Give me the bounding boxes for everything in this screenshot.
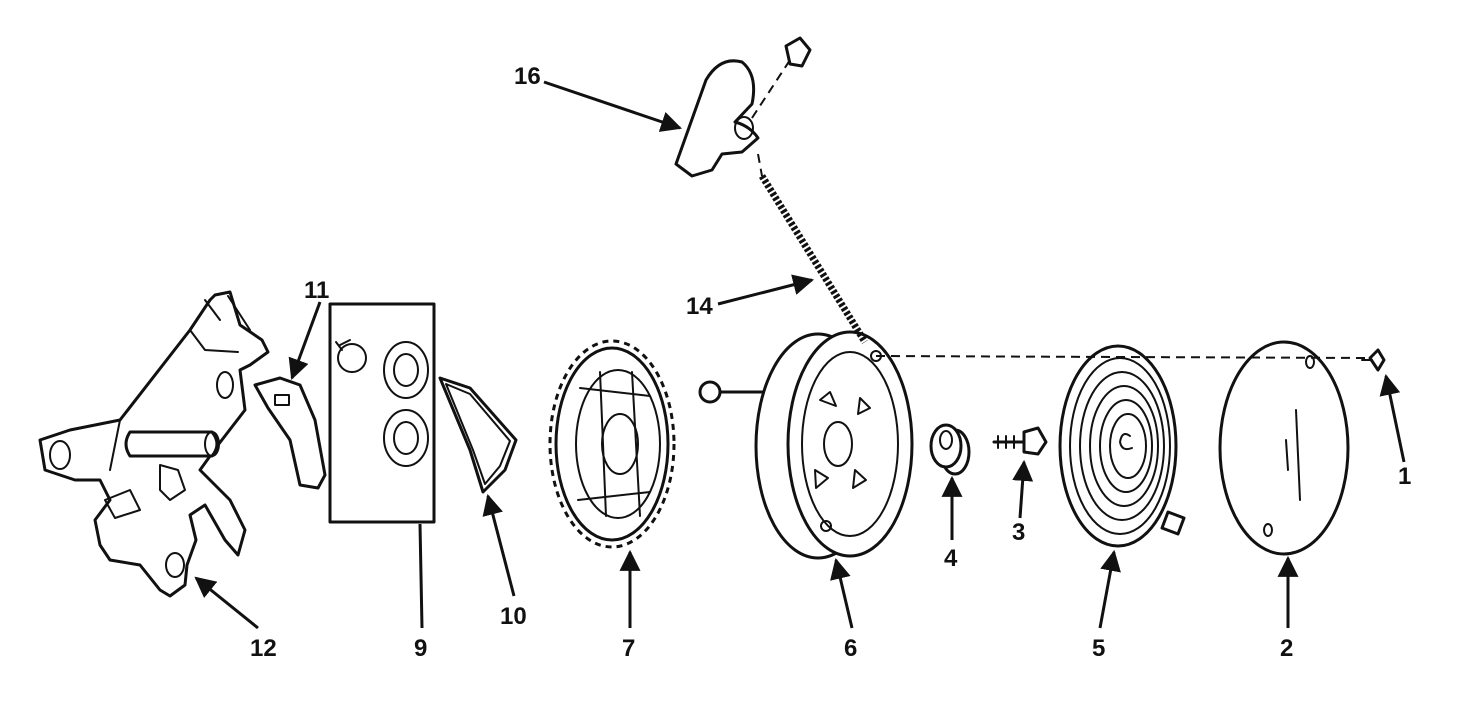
alignment-dashed-line	[875, 355, 1371, 359]
callout-1: 1	[1398, 463, 1411, 490]
callout-3: 3	[1012, 519, 1025, 546]
part-16-pawl	[253, 376, 327, 490]
leader-10	[482, 493, 516, 597]
leader-3	[1012, 459, 1034, 519]
part-7-gear	[548, 339, 676, 549]
pulley-shaft-screw	[698, 380, 772, 404]
callout-14: 16	[514, 63, 541, 90]
part-9-card	[328, 302, 436, 524]
leader-14	[543, 80, 682, 132]
leader-1	[1379, 373, 1406, 463]
part-14-handle	[674, 59, 791, 178]
leader-11	[194, 576, 259, 630]
callout-5: 5	[1092, 635, 1105, 662]
part-11-bracket	[38, 290, 270, 598]
callout-12: 14	[686, 293, 713, 320]
part-10-wire-spring	[438, 376, 518, 494]
part-4-bushing	[929, 423, 971, 476]
callout-labels: 16 14 11 1 2 3 4 5 6 7 9 10 12	[250, 63, 1411, 662]
leader-12	[717, 274, 815, 306]
handle-insert-clip	[784, 36, 812, 68]
part-6-pulley	[754, 330, 914, 560]
callout-16: 11	[304, 277, 329, 304]
callout-9: 9	[414, 635, 427, 662]
leader-5	[1098, 549, 1121, 629]
leader-9	[418, 523, 424, 629]
part-5-spring	[1058, 344, 1186, 548]
callout-11: 12	[250, 635, 277, 662]
leader-6	[830, 557, 854, 629]
part-2-cover	[1218, 340, 1350, 556]
leader-arrows	[194, 80, 1406, 630]
leader-16	[288, 301, 322, 380]
callout-4: 4	[944, 545, 958, 572]
part-1-screw	[1361, 348, 1386, 372]
callout-6: 6	[844, 635, 857, 662]
callout-2: 2	[1280, 635, 1293, 662]
callout-7: 7	[622, 635, 635, 662]
part-12-rope	[759, 174, 868, 344]
part-3-bolt	[992, 426, 1048, 456]
callout-10: 10	[500, 603, 527, 630]
